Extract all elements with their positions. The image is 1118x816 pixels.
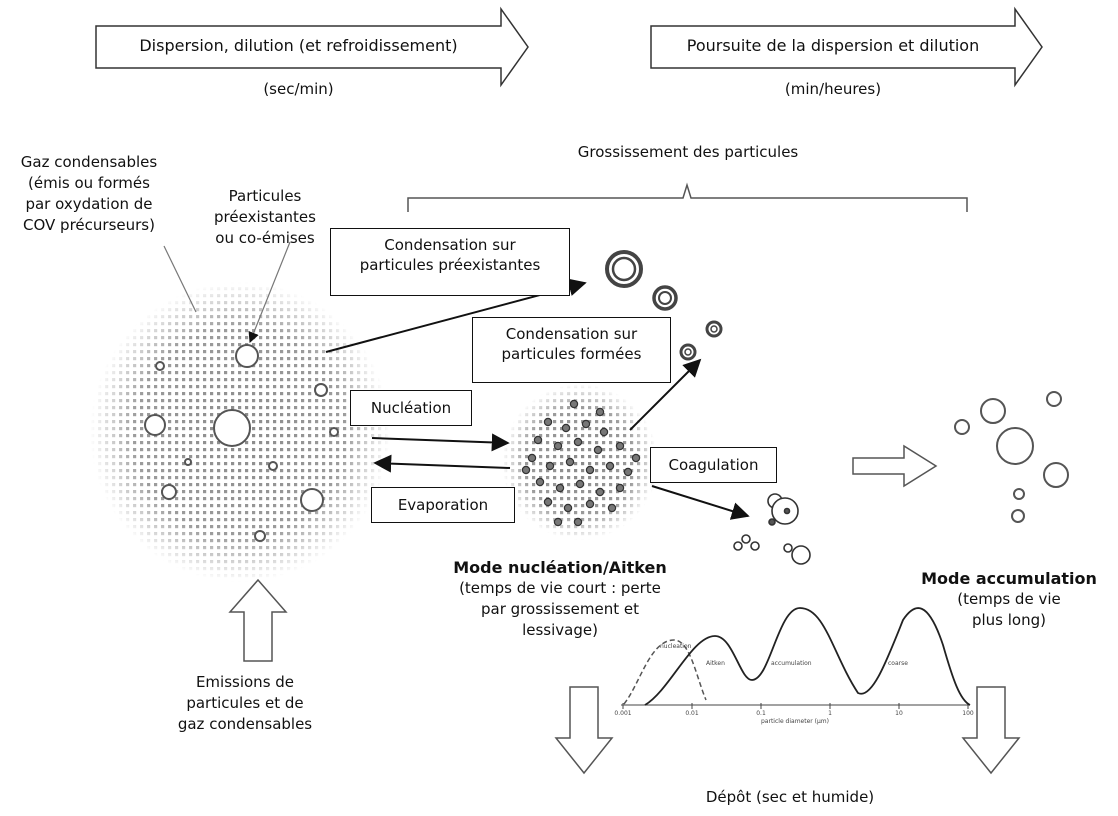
growth-label: Grossissement des particules <box>577 143 799 161</box>
growth-brace <box>407 182 968 212</box>
size-axis-tick-label: 10 <box>895 710 903 717</box>
nucleated-particle <box>605 461 615 471</box>
to-accumulation-arrow <box>852 444 938 488</box>
accumulation-mode-title: Mode accumulation <box>921 569 1097 588</box>
preexisting-particles <box>144 344 339 542</box>
nucleated-particle <box>569 399 579 409</box>
nucleated-particle <box>545 461 555 471</box>
coagulation-arrow <box>651 485 750 520</box>
nucleated-particle <box>631 453 641 463</box>
dispersion-arrow <box>95 6 529 88</box>
deposition-arrow-right <box>961 686 1021 775</box>
mode-label-accumulation: accumulation <box>771 660 812 667</box>
accumulation-mode-label: Mode accumulation (temps de vie plus lon… <box>900 568 1118 631</box>
nucleation-mode-curve <box>623 639 707 705</box>
nucleated-particle <box>535 477 545 487</box>
nucleated-particles <box>521 399 641 527</box>
nucleated-particle <box>585 465 595 475</box>
nucleated-particle <box>553 441 563 451</box>
nucleated-particle <box>585 499 595 509</box>
nucleated-particle <box>599 427 609 437</box>
size-axis-tick-label: 0.1 <box>756 710 766 717</box>
deposition-arrow-left <box>554 686 614 775</box>
gas-label: Gaz condensables (émis ou formés par oxy… <box>20 153 158 234</box>
emissions-arrow <box>228 578 288 662</box>
nucleation-arrow <box>371 433 510 452</box>
nucleated-particle <box>593 445 603 455</box>
nucleated-particle <box>533 435 543 445</box>
coagulated-particles <box>733 493 811 565</box>
continued-dispersion-arrow <box>650 6 1043 88</box>
evaporation-box: Evaporation <box>371 487 515 523</box>
nucleated-particle <box>553 517 563 527</box>
nucleated-particle <box>543 417 553 427</box>
continued-dispersion-label: Poursuite de la dispersion et dilution <box>686 36 980 55</box>
condensation-preexisting-box: Condensation sur particules préexistante… <box>330 228 570 296</box>
deposition-label: Dépôt (sec et humide) <box>705 788 875 806</box>
continued-dispersion-time: (min/heures) <box>784 80 882 98</box>
mode-label-coarse: coarse <box>888 660 908 667</box>
nucleated-particle <box>595 487 605 497</box>
nucleated-particle <box>573 517 583 527</box>
nucleated-particle <box>581 419 591 429</box>
nucleation-mode-label: Mode nucléation/Aitken (temps de vie cou… <box>440 557 680 641</box>
size-axis-tick-label: 0.001 <box>614 710 632 717</box>
nucleated-particle <box>623 467 633 477</box>
nucleated-particle <box>573 437 583 447</box>
accumulation-particles <box>954 391 1069 523</box>
mode-label-nucleation: nucleation <box>660 643 692 650</box>
nucleation-mode-title: Mode nucléation/Aitken <box>453 558 667 577</box>
dispersion-label: Dispersion, dilution (et refroidissement… <box>139 36 458 55</box>
size-axis-label: particle diameter (μm) <box>761 718 829 725</box>
mode-label-aitken: Aitken <box>706 660 725 667</box>
nucleated-particle <box>565 457 575 467</box>
nucleated-particle <box>521 465 531 475</box>
condensation-formed-box: Condensation sur particules formées <box>472 317 671 383</box>
nucleated-particle <box>543 497 553 507</box>
size-axis-tick-label: 1 <box>828 710 832 717</box>
preexisting-label: Particules préexistantes ou co-émises <box>214 187 316 247</box>
nucleation-box: Nucléation <box>350 390 472 426</box>
size-distribution-curve <box>644 607 971 706</box>
nucleated-particle <box>595 407 605 417</box>
nucleated-particle <box>615 483 625 493</box>
condensation-formed-arrow <box>629 358 702 431</box>
emissions-label: Emissions de particules et de gaz conden… <box>177 673 313 733</box>
coagulation-box: Coagulation <box>650 447 777 483</box>
dispersion-time: (sec/min) <box>263 80 334 98</box>
nucleated-particle <box>615 441 625 451</box>
nucleated-particle <box>607 503 617 513</box>
nucleation-cloud <box>502 384 658 540</box>
nucleated-particle <box>555 483 565 493</box>
size-axis-tick-label: 100 <box>962 710 974 717</box>
nucleated-particle <box>527 453 537 463</box>
size-distribution-plot <box>621 607 971 709</box>
nucleated-particle <box>575 479 585 489</box>
evaporation-arrow <box>373 454 511 473</box>
nucleated-particle <box>563 503 573 513</box>
nucleated-particle <box>561 423 571 433</box>
size-axis-tick-label: 0.01 <box>685 710 699 717</box>
